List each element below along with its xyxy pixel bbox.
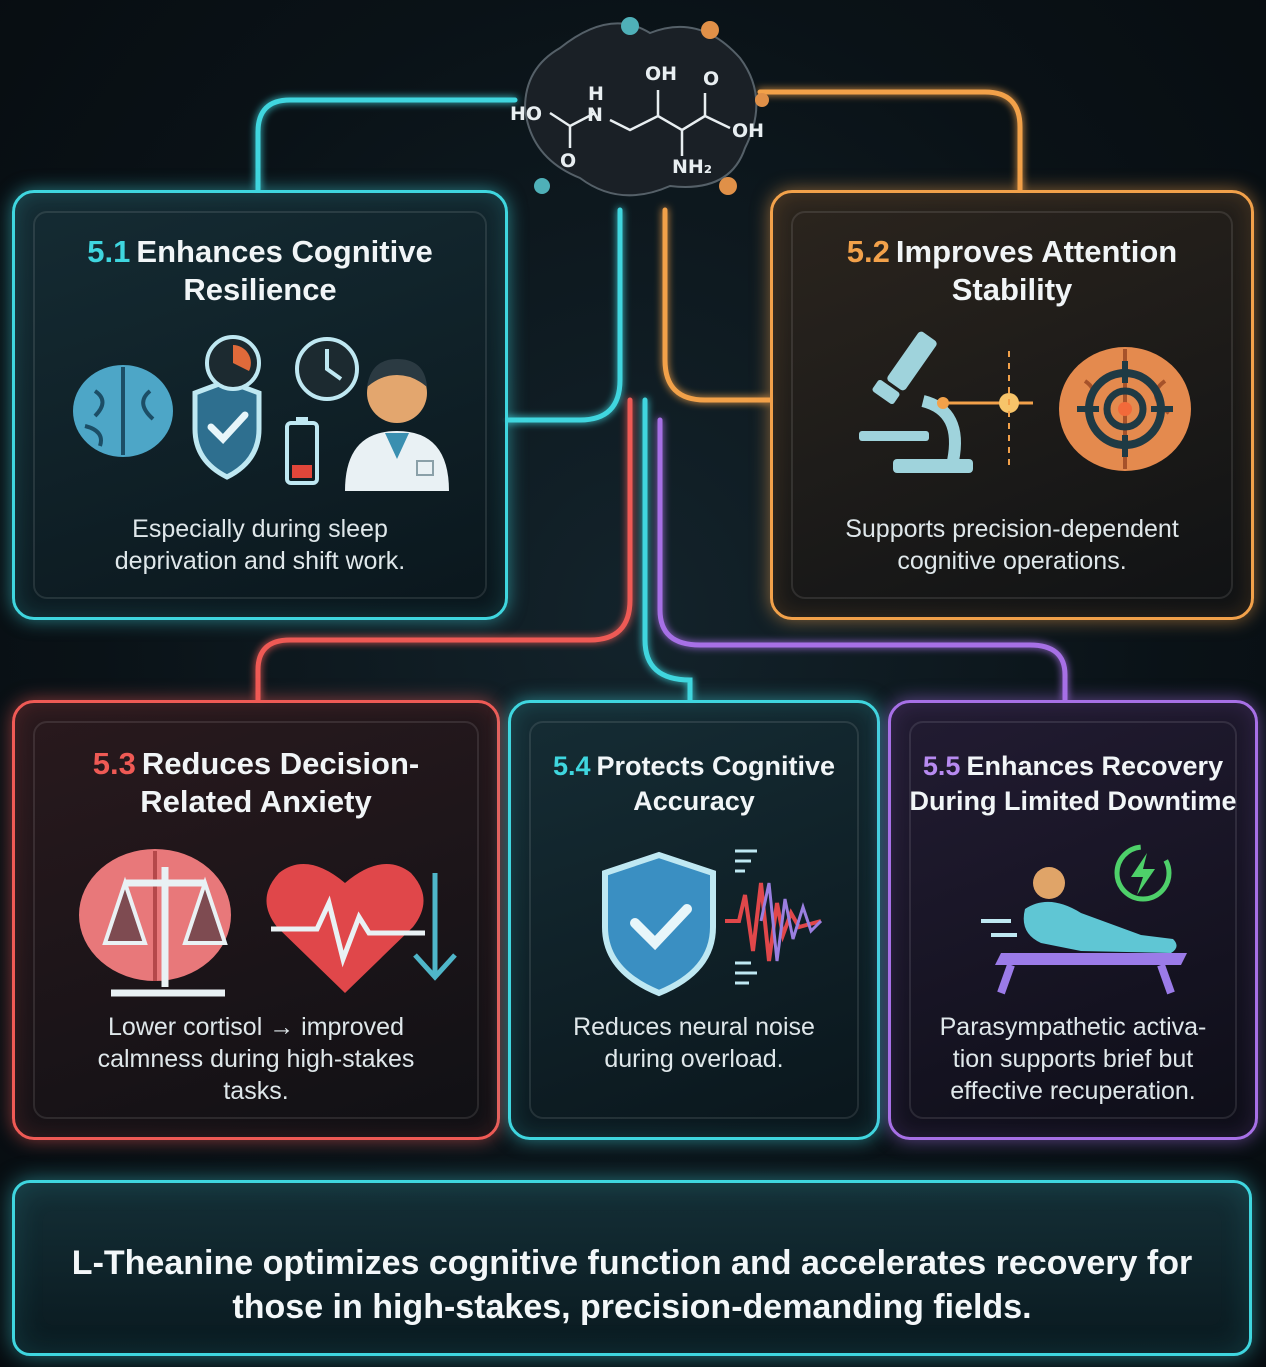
- doctor-icon: [345, 359, 449, 491]
- molecule-o-bottom: O: [560, 150, 577, 172]
- card-icons: [511, 843, 877, 1003]
- card-number: 5.5: [922, 751, 961, 781]
- card-inner-frame: [33, 721, 479, 1119]
- card-icons: [15, 843, 497, 1003]
- molecule-h: H: [588, 83, 604, 105]
- shield-check-icon: [602, 851, 716, 997]
- heart-pulse-icon: [266, 864, 425, 993]
- arrow-down-icon: [413, 873, 457, 981]
- card-description: Lower cortisol → improved calmness durin…: [97, 1013, 415, 1105]
- timer-icon: [205, 335, 261, 391]
- card-number: 5.2: [846, 234, 890, 269]
- card-title-text: Enhances Recovery During Limited Downtim…: [909, 751, 1237, 816]
- clock-icon: [295, 337, 359, 401]
- wire-trunk-teal: [502, 207, 623, 423]
- wire-to-card-1: [255, 97, 518, 193]
- molecule-n: N: [587, 104, 603, 126]
- card-title-text: Reduces Decision-Related Anxiety: [140, 746, 420, 819]
- molecule-oh-top: OH: [645, 63, 678, 85]
- focus-line-icon: [937, 351, 1033, 471]
- card-number: 5.4: [552, 751, 591, 781]
- microscope-icon: [859, 331, 973, 473]
- card-description: Supports precision-dependent cognitive o…: [845, 515, 1179, 575]
- summary-footer: L-Theanine optimizes cognitive function …: [12, 1180, 1252, 1356]
- card-icons: [891, 843, 1255, 1003]
- card-number: 5.3: [92, 746, 136, 781]
- energy-bolt-icon: [1114, 844, 1172, 902]
- card-title-text: Enhances Cognitive Resilience: [136, 234, 433, 307]
- card-title-text: Protects Cognitive Accuracy: [596, 751, 836, 816]
- brain-icon: [73, 365, 173, 457]
- card-title-text: Improves Attention Stability: [895, 234, 1178, 307]
- reclining-person-icon: [981, 867, 1187, 995]
- molecule-structure: [523, 17, 769, 197]
- battery-low-icon: [285, 417, 319, 485]
- molecule-o-top: O: [703, 68, 720, 90]
- molecule-oh-right: OH: [732, 120, 765, 142]
- brain-scale-icon: [79, 849, 231, 997]
- wire-to-card-3: [255, 397, 633, 703]
- card-icons: [773, 331, 1251, 491]
- shield-check-icon: [192, 378, 262, 480]
- wire-to-card-5: [657, 417, 1068, 703]
- molecule-ho: HO: [510, 103, 543, 125]
- card-inner-frame: [909, 721, 1237, 1119]
- card-description: Reduces neural noise during overload.: [573, 1013, 815, 1073]
- brain-target-icon: [1059, 347, 1191, 471]
- card-description: Parasympathetic activa-tion supports bri…: [939, 1013, 1207, 1105]
- card-inner-frame: [33, 211, 487, 599]
- card-inner-frame: [529, 721, 859, 1119]
- card-icons: [15, 331, 505, 491]
- card-number: 5.1: [87, 234, 131, 269]
- l-theanine-molecule: OH O HO H N O OH NH₂: [500, 8, 780, 208]
- wire-to-card-4: [642, 397, 693, 703]
- waveform-icon: [725, 849, 823, 985]
- wire-trunk-orange: [662, 207, 773, 403]
- footer-text: L-Theanine optimizes cognitive function …: [71, 1244, 1193, 1326]
- molecule-nh2: NH₂: [672, 156, 713, 178]
- card-description: Especially during sleep deprivation and …: [114, 515, 406, 575]
- card-inner-frame: [791, 211, 1233, 599]
- wire-to-card-2: [757, 89, 1023, 193]
